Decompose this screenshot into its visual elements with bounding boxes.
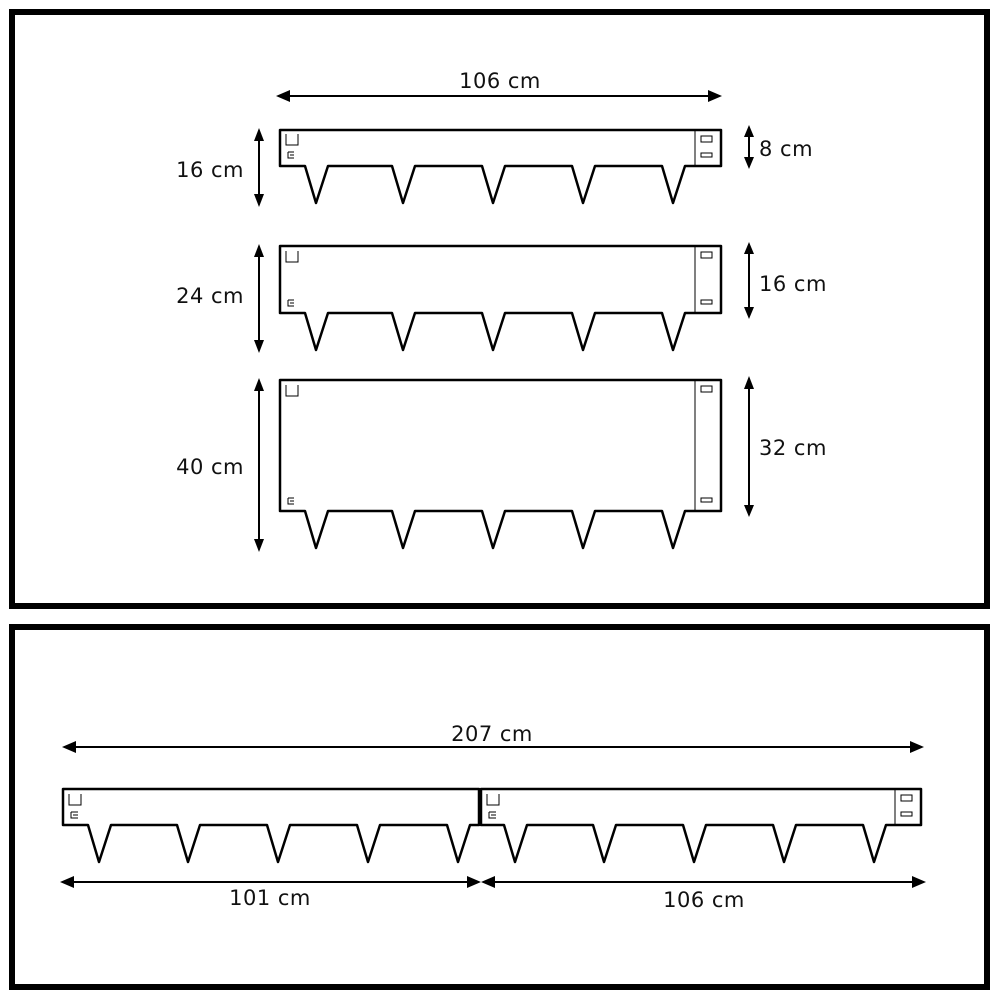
right-length-arrow bbox=[481, 876, 926, 888]
left-length-label: 101 cm bbox=[229, 886, 311, 910]
width-dimension bbox=[276, 90, 722, 102]
panel-height-label-1: 8 cm bbox=[759, 137, 813, 161]
total-height-arrow-1 bbox=[254, 128, 264, 207]
right-edging-106cm bbox=[479, 787, 923, 864]
edging-16cm bbox=[278, 128, 723, 205]
total-length-label: 207 cm bbox=[451, 722, 533, 746]
panel-height-label-2: 16 cm bbox=[759, 272, 827, 296]
bottom-panel-frame bbox=[9, 624, 990, 990]
edging-24cm bbox=[278, 244, 723, 352]
total-height-label-2: 24 cm bbox=[176, 284, 244, 308]
panel-height-arrow-1 bbox=[744, 125, 754, 169]
total-height-label-3: 40 cm bbox=[176, 455, 244, 479]
total-height-arrow-2 bbox=[254, 244, 264, 353]
top-panel-frame bbox=[9, 9, 990, 609]
panel-height-label-3: 32 cm bbox=[759, 436, 827, 460]
left-length-arrow bbox=[60, 876, 481, 888]
left-edging-101cm bbox=[61, 787, 481, 864]
panel-height-arrow-2 bbox=[744, 242, 754, 319]
edging-40cm bbox=[278, 378, 723, 550]
right-length-label: 106 cm bbox=[663, 888, 745, 912]
total-height-label-1: 16 cm bbox=[176, 158, 244, 182]
total-height-arrow-3 bbox=[254, 378, 264, 552]
panel-height-arrow-3 bbox=[744, 376, 754, 517]
width-label: 106 cm bbox=[459, 69, 541, 93]
total-length-arrow bbox=[62, 741, 924, 753]
